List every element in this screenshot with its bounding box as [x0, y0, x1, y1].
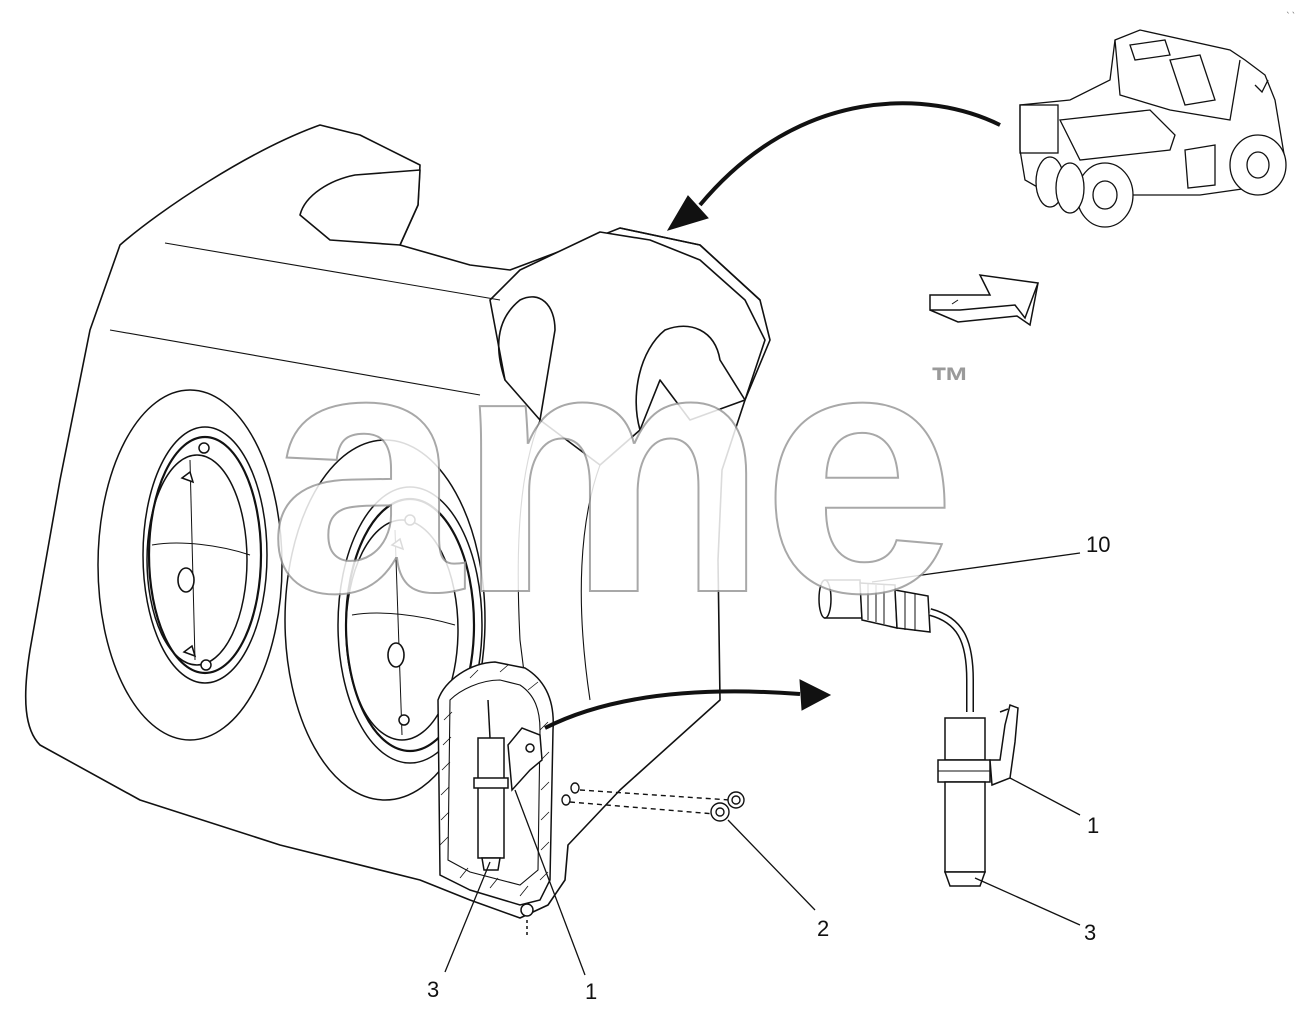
sensor-detail [818, 579, 1019, 887]
callout-10: 10 [1086, 532, 1111, 557]
watermark-logo: ame [267, 274, 958, 667]
callout-2: 2 [817, 916, 830, 941]
roller-machine-thumbnail [1019, 29, 1287, 228]
callout-3-left: 3 [427, 977, 440, 1002]
sensor-cutaway [437, 661, 554, 935]
leader-lines [444, 552, 1081, 976]
orientation-arrow [929, 274, 1040, 327]
left-lamp [97, 389, 283, 741]
fasteners [561, 782, 745, 822]
callout-3-right: 3 [1084, 920, 1097, 945]
callout-1-right: 1 [1087, 813, 1100, 838]
direction-arrows [544, 101, 1001, 730]
corner-mark: ˎˎ [1285, 4, 1296, 14]
right-lamp [284, 439, 486, 801]
watermark-trademark: ™ [930, 360, 970, 404]
callout-1-left: 1 [585, 979, 598, 1004]
